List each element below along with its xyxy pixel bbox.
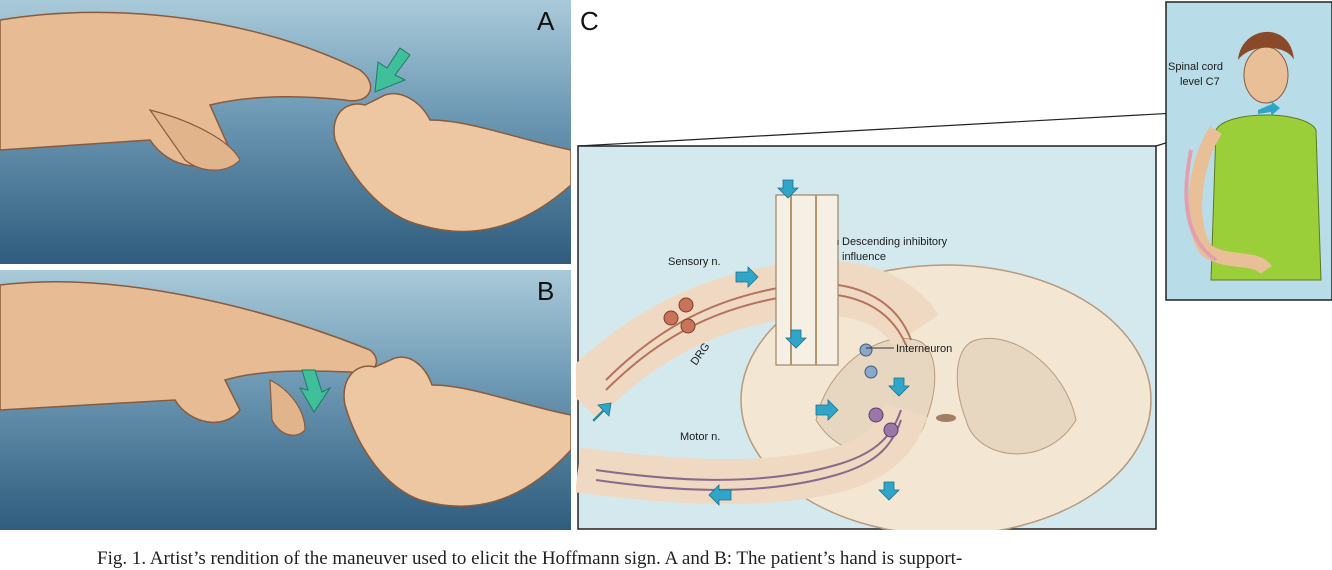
label-descending-2: influence	[842, 251, 886, 263]
label-interneuron: Interneuron	[896, 343, 952, 355]
panel-a-illustration: A	[0, 0, 571, 264]
label-motor: Motor n.	[680, 431, 720, 443]
label-sensory: Sensory n.	[668, 256, 721, 268]
label-spinal-2: level C7	[1180, 76, 1220, 88]
panel-c-letter: C	[580, 6, 599, 36]
figure-caption: Fig. 1. Artist’s rendition of the maneuv…	[97, 548, 963, 569]
label-descending-1: Descending inhibitory	[842, 236, 948, 248]
panel-c-illustration: Descending inhibitory influence Sensory …	[576, 0, 1332, 530]
label-spinal-1: Spinal cord	[1168, 61, 1223, 73]
panel-b-letter: B	[537, 276, 555, 306]
panel-b-illustration: B	[0, 270, 571, 530]
panel-a-letter: A	[537, 6, 555, 36]
